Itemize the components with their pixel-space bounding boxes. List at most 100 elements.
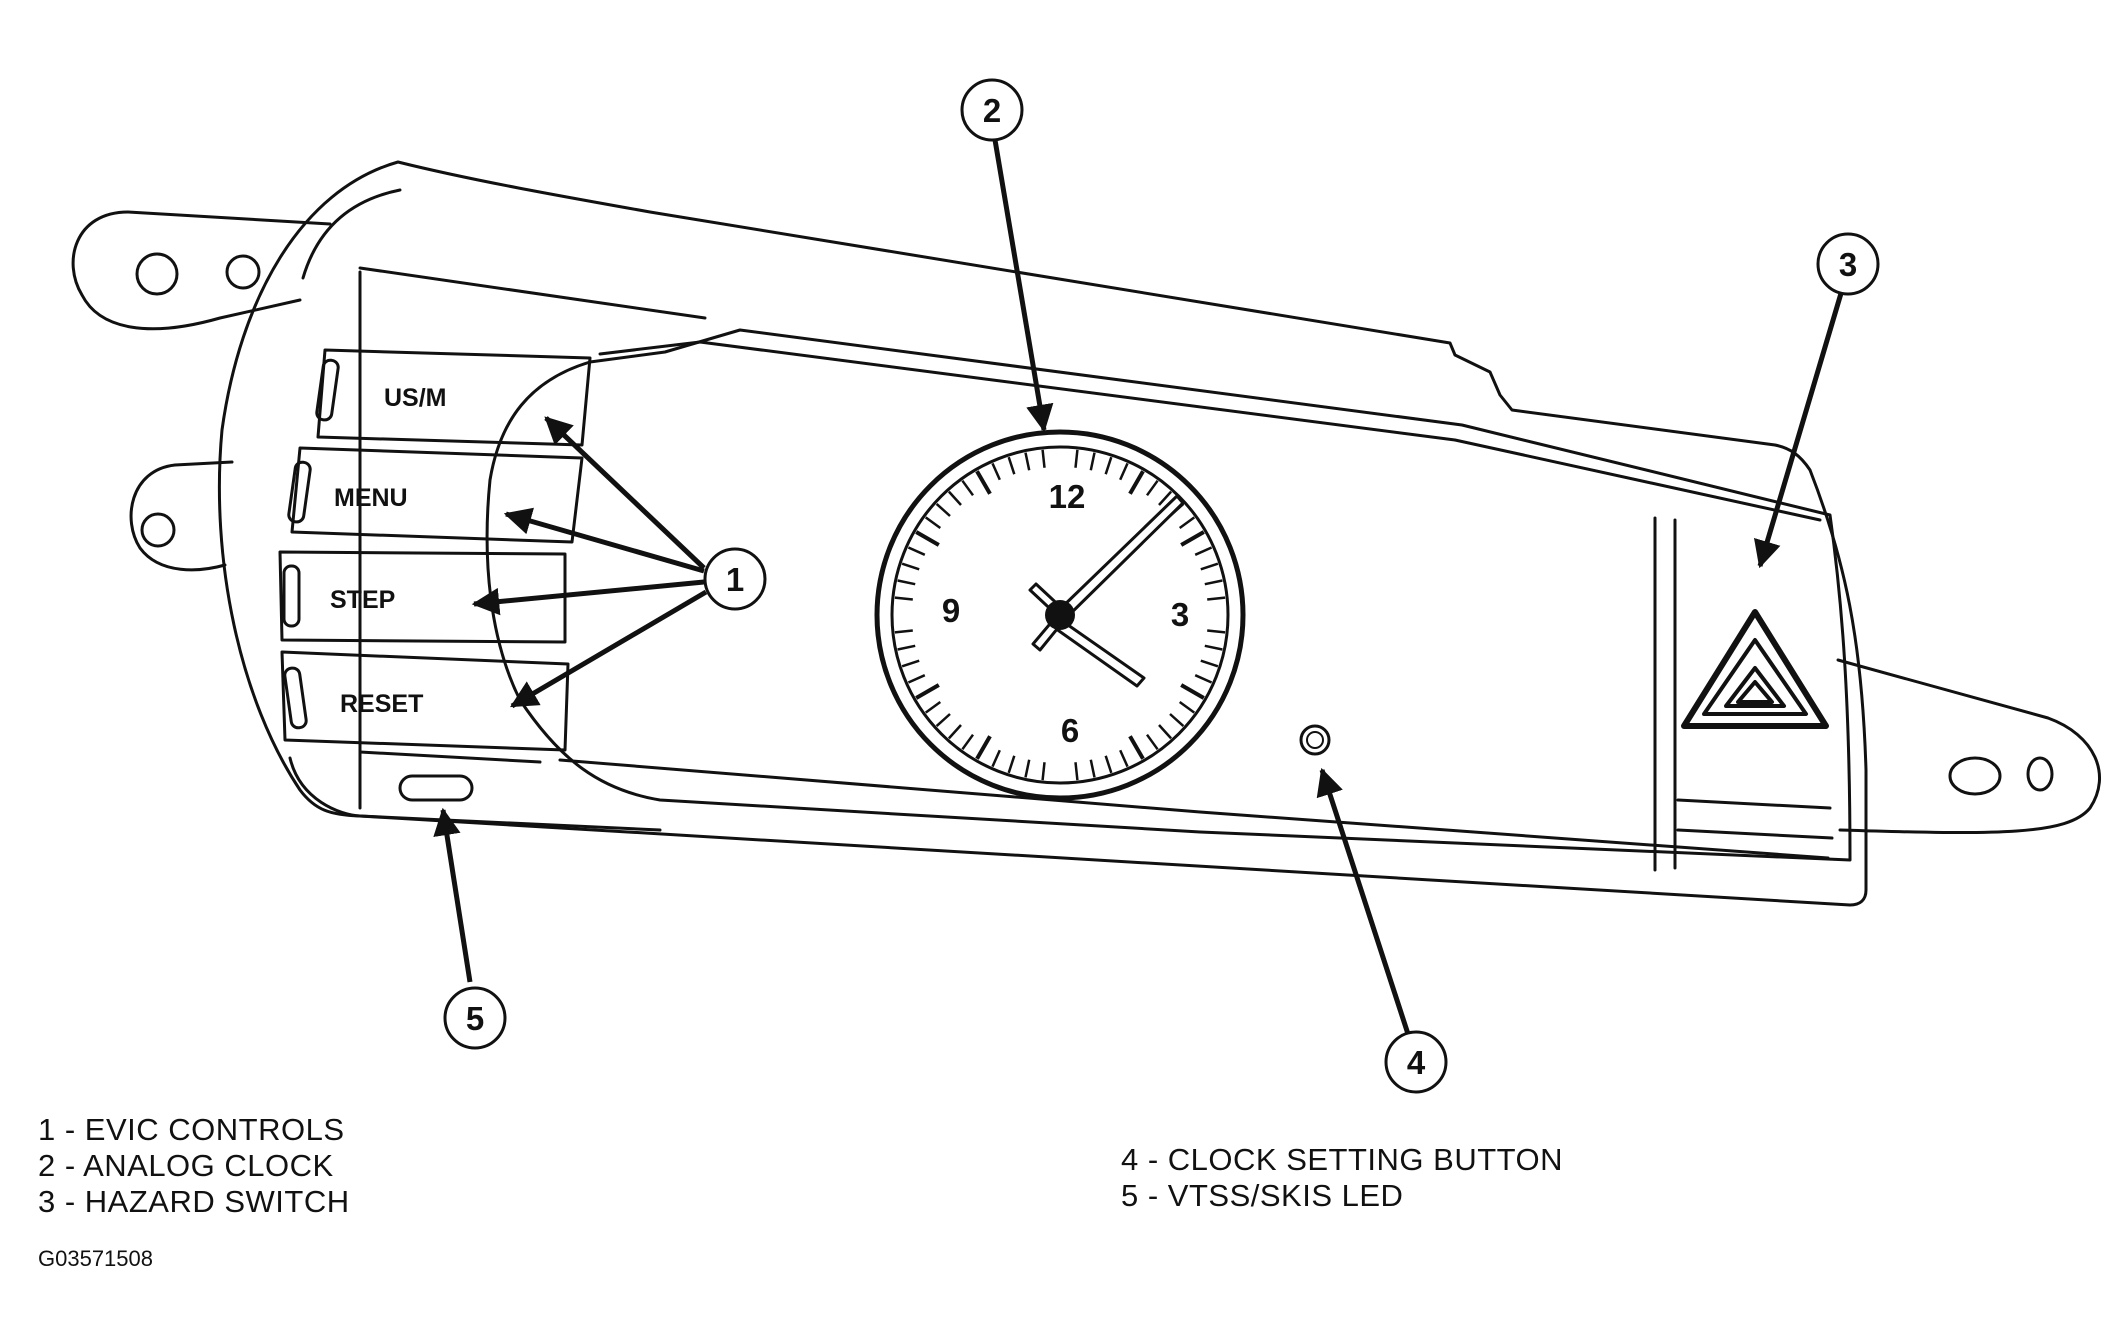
leader-arrow-5 bbox=[433, 807, 473, 983]
clock-tick bbox=[924, 700, 942, 714]
clock-tick bbox=[991, 749, 1001, 768]
clock-tick bbox=[1128, 735, 1145, 760]
legend-right: 4 - CLOCK SETTING BUTTON 5 - VTSS/SKIS L… bbox=[1121, 1142, 1563, 1214]
clock-tick-marks bbox=[894, 449, 1226, 781]
clock-tick bbox=[1104, 755, 1113, 774]
left-upper-mount-ear bbox=[71, 210, 332, 331]
clock-tick bbox=[935, 502, 951, 517]
callout-1-circle bbox=[703, 547, 767, 611]
clock-tick bbox=[1007, 755, 1016, 774]
legend-left: 1 - EVIC CONTROLS 2 - ANALOG CLOCK 3 - H… bbox=[38, 1112, 350, 1220]
console-housing bbox=[217, 160, 1868, 907]
callout-5-label: 5 bbox=[466, 1000, 484, 1037]
clock-tick bbox=[961, 479, 975, 497]
face-plate-inner-line bbox=[598, 340, 1822, 522]
clock-tick bbox=[1041, 762, 1046, 781]
clock-tick bbox=[975, 735, 992, 760]
menu-button[interactable]: MENU bbox=[287, 446, 584, 544]
clock-setting-button[interactable] bbox=[1299, 724, 1331, 756]
hazard-panel-outline bbox=[1676, 828, 1834, 840]
face-plate bbox=[485, 328, 1852, 862]
leader-arrow-1-menu bbox=[503, 507, 705, 574]
menu-button-label: MENU bbox=[334, 484, 408, 512]
leader-arrow-1-step bbox=[471, 579, 705, 616]
clock-tick bbox=[1158, 490, 1173, 506]
mount-hole bbox=[225, 254, 261, 290]
clock-tick bbox=[1119, 749, 1129, 768]
clock-setting-button-inner bbox=[1306, 731, 1324, 749]
clock-tick bbox=[1089, 759, 1096, 778]
hazard-panel-outline bbox=[1676, 798, 1832, 810]
clock-inner-ring bbox=[890, 445, 1230, 785]
clock-tick bbox=[1194, 674, 1213, 684]
leader-arrow-1-reset bbox=[510, 589, 708, 709]
clock-tick bbox=[897, 644, 916, 651]
evic-strip-frame bbox=[358, 266, 707, 320]
clock-tick bbox=[1104, 456, 1113, 475]
figure-code: G03571508 bbox=[38, 1246, 153, 1271]
mount-hole bbox=[135, 252, 179, 296]
legend-item-3: 3 - HAZARD SWITCH bbox=[38, 1184, 350, 1219]
us-m-button[interactable]: US/M bbox=[315, 348, 592, 447]
evic-strip-frame bbox=[288, 756, 662, 832]
callout-3-circle bbox=[1816, 232, 1880, 296]
callout-4-label: 4 bbox=[1407, 1044, 1426, 1081]
legend-item-5: 5 - VTSS/SKIS LED bbox=[1121, 1178, 1404, 1213]
clock-tick bbox=[1024, 452, 1031, 471]
clock-tick bbox=[1007, 456, 1016, 475]
clock-tick bbox=[901, 562, 920, 571]
clock-tick bbox=[897, 579, 916, 586]
clock-tick bbox=[961, 733, 975, 751]
clock-tick bbox=[1074, 449, 1079, 468]
clock-tick bbox=[1207, 596, 1226, 601]
clock-tick bbox=[1119, 462, 1129, 481]
clock-tick bbox=[915, 683, 940, 700]
clock-tick bbox=[947, 490, 962, 506]
clock-tick bbox=[1180, 530, 1205, 547]
clock-tick bbox=[1074, 762, 1079, 781]
clock-tick bbox=[894, 629, 913, 634]
clock-numeral-12: 12 bbox=[1049, 478, 1086, 515]
mount-hole bbox=[140, 512, 176, 548]
clock-tick bbox=[1089, 452, 1096, 471]
legend-item-1: 1 - EVIC CONTROLS bbox=[38, 1112, 345, 1147]
face-plate-inner-line bbox=[558, 758, 1830, 860]
clock-tick bbox=[1207, 629, 1226, 634]
clock-tick bbox=[924, 516, 942, 530]
reset-button-label: RESET bbox=[340, 690, 423, 718]
clock-tick bbox=[1204, 579, 1223, 586]
clock-tick bbox=[947, 724, 962, 740]
clock-numeral-3: 3 bbox=[1171, 596, 1189, 633]
callout-2-label: 2 bbox=[983, 92, 1001, 129]
callout-1-label: 1 bbox=[726, 561, 744, 598]
evic-strip-frame bbox=[358, 750, 542, 764]
hazard-switch[interactable] bbox=[1681, 609, 1829, 729]
leader-arrow-2 bbox=[991, 133, 1054, 433]
clock-numeral-9: 9 bbox=[942, 592, 960, 629]
clock-tick bbox=[975, 470, 992, 495]
evic-controls: US/M MENU STEP RESET bbox=[278, 348, 592, 752]
clock-tick bbox=[1158, 724, 1173, 740]
hazard-triangle-icon bbox=[1681, 609, 1829, 729]
clock-tick bbox=[907, 674, 926, 684]
leader-arrow-1-us-m bbox=[544, 416, 706, 570]
clock-tick bbox=[1194, 546, 1213, 556]
clock-outer-ring bbox=[874, 429, 1246, 801]
clock-tick bbox=[1180, 683, 1205, 700]
right-mount-ear bbox=[1836, 658, 2101, 835]
clock-tick bbox=[1178, 516, 1196, 530]
clock-tick bbox=[1041, 449, 1046, 468]
leader-arrow-4 bbox=[1316, 767, 1411, 1035]
clock-tick bbox=[901, 659, 920, 668]
legend-item-4: 4 - CLOCK SETTING BUTTON bbox=[1121, 1142, 1564, 1177]
clock-tick bbox=[935, 713, 951, 728]
clock-hub bbox=[1045, 600, 1075, 630]
step-button-label: STEP bbox=[330, 586, 395, 614]
legend-item-2: 2 - ANALOG CLOCK bbox=[38, 1148, 334, 1183]
clock-tick bbox=[1200, 562, 1219, 571]
leader-arrow-3 bbox=[1753, 289, 1845, 569]
step-button[interactable]: STEP bbox=[278, 550, 567, 644]
reset-button[interactable]: RESET bbox=[280, 650, 570, 752]
clock-tick bbox=[1024, 759, 1031, 778]
